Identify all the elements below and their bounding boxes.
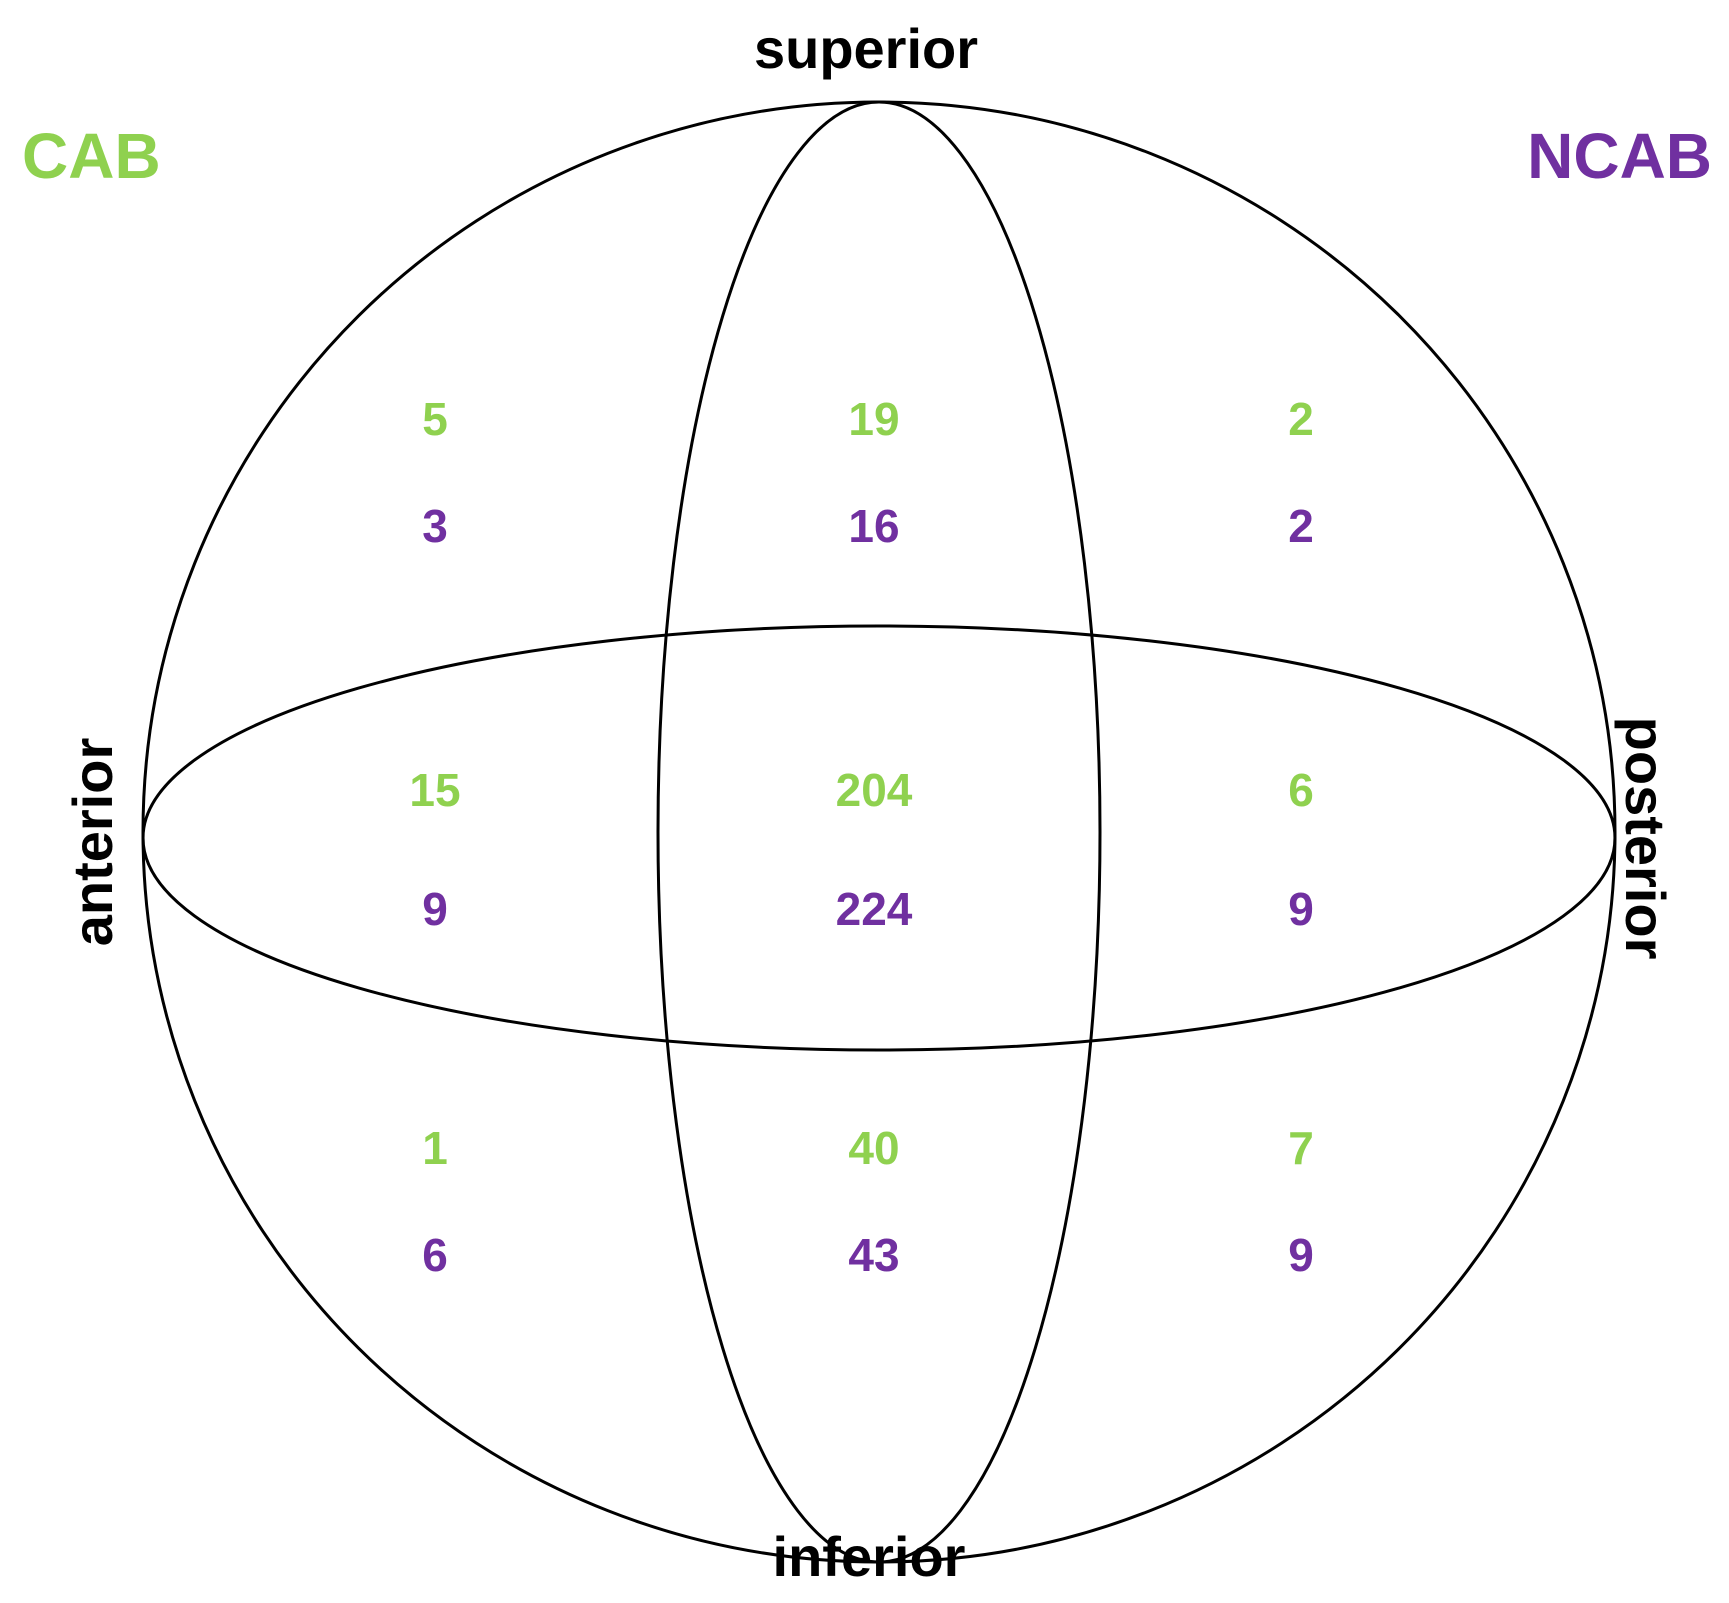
horizontal-ellipse: [141, 624, 1617, 1052]
center-ncab: 224: [836, 883, 913, 935]
inferior-posterior-cab: 7: [1288, 1122, 1314, 1174]
inferior-middle-ncab: 43: [848, 1229, 899, 1281]
superior-anterior-cab: 5: [422, 393, 448, 445]
superior-label: superior: [754, 17, 978, 80]
middle-posterior-ncab: 9: [1288, 883, 1314, 935]
middle-anterior-cab: 15: [409, 764, 460, 816]
vertical-ellipse: [656, 100, 1102, 1564]
middle-posterior-cab: 6: [1288, 764, 1314, 816]
anterior-label: anterior: [61, 738, 124, 947]
superior-middle-cab: 19: [848, 393, 899, 445]
inferior-anterior-ncab: 6: [422, 1229, 448, 1281]
inferior-middle-cab: 40: [848, 1122, 899, 1174]
outer-sphere: [141, 100, 1617, 1564]
center-cab: 204: [836, 764, 913, 816]
inferior-anterior-cab: 1: [422, 1122, 448, 1174]
inferior-label: inferior: [773, 1525, 966, 1588]
superior-posterior-cab: 2: [1288, 393, 1314, 445]
posterior-label: posterior: [1614, 717, 1677, 960]
superior-anterior-ncab: 3: [422, 500, 448, 552]
ncab-legend-label: NCAB: [1527, 120, 1712, 192]
middle-anterior-ncab: 9: [422, 883, 448, 935]
superior-middle-ncab: 16: [848, 500, 899, 552]
superior-posterior-ncab: 2: [1288, 500, 1314, 552]
cab-legend-label: CAB: [22, 120, 161, 192]
inferior-posterior-ncab: 9: [1288, 1229, 1314, 1281]
